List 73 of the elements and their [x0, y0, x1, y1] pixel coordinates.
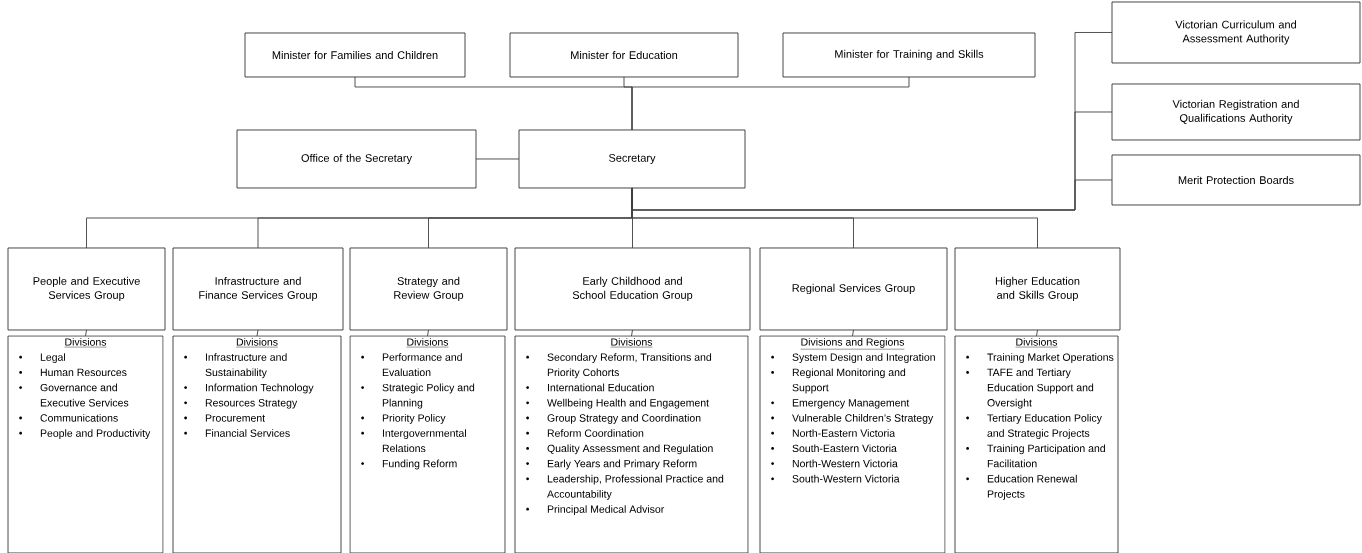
group-box: Strategy and Review Group [349, 247, 508, 331]
list-item: Information Technology [184, 383, 314, 394]
list-heading: Divisions [406, 338, 449, 348]
list-item: Leadership, Professional Practice and Accountability [526, 474, 724, 500]
list-item: System Design and Integration [771, 353, 935, 363]
connector-line [1036, 329, 1038, 337]
office-box: Office of the Secretary [236, 129, 477, 189]
group-box: Early Childhood and School Education Group [514, 247, 751, 331]
connector-line [475, 158, 520, 160]
connector-line [427, 329, 429, 337]
list-item: Legal [19, 353, 65, 363]
divisions-box [349, 335, 506, 553]
list-item: International Education [526, 383, 654, 392]
minister-box: Minister for Training and Skills [782, 32, 1036, 78]
list-item: South-Western Victoria [771, 474, 900, 483]
list-item: Infrastructure and Sustainability [184, 353, 287, 379]
list-item: TAFE and Tertiary Education Support and Oversight [966, 368, 1094, 409]
list-item: Vulnerable Children’s Strategy [771, 414, 934, 424]
list-item: Intergovernmental Relations [361, 429, 466, 453]
list-item: Wellbeing Health and Engagement [526, 398, 709, 409]
divisions-box [759, 335, 946, 553]
list-item: Governance and Executive Services [19, 383, 129, 407]
connector-line [631, 187, 1038, 249]
group-box: Regional Services Group [759, 247, 948, 331]
list-item: People and Productivity [19, 429, 151, 439]
agency-box: Victorian Registration and Qualifications Authority [1111, 83, 1361, 141]
connector-line [631, 329, 633, 337]
list-item: Reform Coordination [526, 429, 644, 437]
list-heading: Divisions [1015, 338, 1058, 348]
list-item: Communications [19, 414, 118, 422]
list-heading: Divisions [64, 338, 107, 348]
list-item: North-Eastern Victoria [771, 429, 896, 437]
divisions-box [954, 335, 1119, 553]
connector-line [852, 329, 854, 337]
list-item: Principal Medical Advisor [526, 505, 665, 515]
connector-line [631, 179, 1113, 211]
list-item: Quality Assessment and Regulation [526, 444, 713, 455]
connector-line [256, 329, 259, 337]
minister-box: Minister for Education [509, 32, 739, 78]
list-heading: Divisions and Regions [800, 338, 905, 350]
list-item: Procurement [184, 414, 266, 422]
list-item: Group Strategy and Coordination [526, 414, 701, 424]
divisions-box [514, 335, 749, 553]
secretary-box: Secretary [518, 129, 746, 189]
list-item: Strategic Policy and Planning [361, 383, 475, 409]
connector-line [631, 76, 910, 131]
list-item: Regional Monitoring and Support [771, 368, 906, 394]
list-item: Financial Services [184, 429, 290, 437]
connector-line [85, 329, 87, 337]
list-item: Human Resources [19, 368, 127, 377]
list-item: Priority Policy [361, 414, 446, 424]
list-item: Performance and Evaluation [361, 353, 462, 377]
minister-box: Minister for Families and Children [244, 32, 466, 78]
agency-box: Victorian Curriculum and Assessment Authority [1111, 1, 1361, 64]
group-box: Higher Education and Skills Group [954, 247, 1121, 331]
agency-box: Merit Protection Boards [1111, 154, 1361, 206]
list-item: Tertiary Education Policy and Strategic Projects [966, 414, 1102, 439]
list-item: Early Years and Primary Reform [526, 459, 697, 470]
group-box: People and Executive Services Group [7, 247, 166, 331]
list-item: Emergency Management [771, 399, 910, 409]
list-item: Funding Reform [361, 459, 457, 470]
group-box: Infrastructure and Finance Services Group [172, 247, 344, 331]
list-item: Education Renewal Projects [966, 474, 1077, 500]
list-item: South-Eastern Victoria [771, 444, 897, 453]
divisions-box [172, 335, 342, 553]
divisions-box [7, 335, 164, 553]
list-heading: Divisions [610, 338, 653, 348]
list-item: Training Participation and Facilitation [966, 444, 1105, 468]
list-item: North-Western Victoria [771, 459, 898, 468]
list-item: Training Market Operations [966, 353, 1114, 363]
list-item: Secondary Reform, Transitions and Priority Cohorts [526, 353, 712, 379]
list-item: Resources Strategy [184, 399, 298, 409]
list-heading: Divisions [235, 338, 279, 348]
